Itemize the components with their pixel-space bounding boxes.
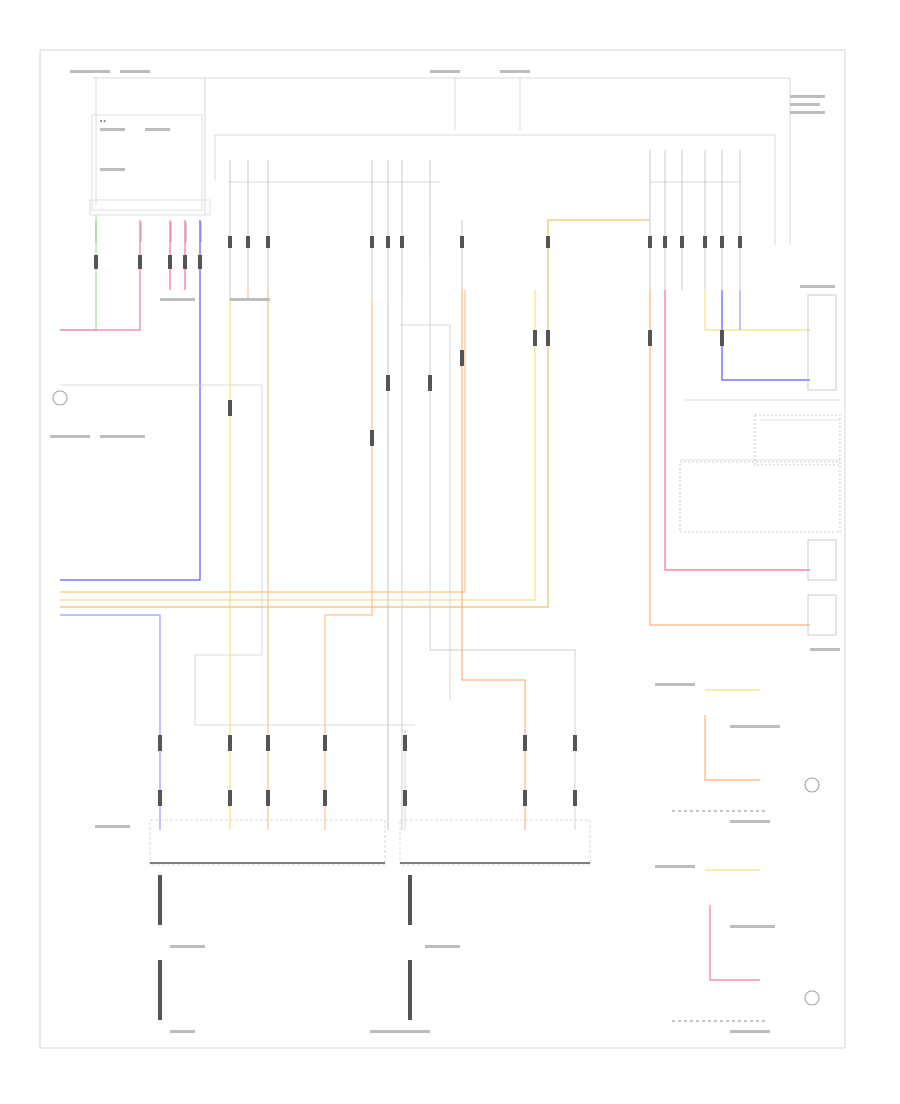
wire-red-right [664,290,810,571]
lamp-symbols [52,390,820,1006]
right-connector-panels [679,294,841,636]
dashed-wires [672,810,765,1022]
gray-wiring [60,324,840,830]
label-marks [50,70,840,1033]
right-module-block [399,819,591,1020]
connector-ticks [94,236,742,806]
wire-orange-right [649,290,810,626]
wire-orange-bus [60,290,466,593]
fuse-taps [229,150,741,300]
wire-green [60,215,97,331]
top-power-bus [91,77,791,245]
wire-blue [60,220,201,581]
diagram-frame [39,49,846,1049]
wire-yellow-bus [60,290,536,601]
wire-pink [60,220,141,331]
svg-text:▪ ▪: ▪ ▪ [100,119,106,123]
left-module-block [149,819,386,1020]
fuse-relay-module: ▪ ▪ [89,119,211,242]
